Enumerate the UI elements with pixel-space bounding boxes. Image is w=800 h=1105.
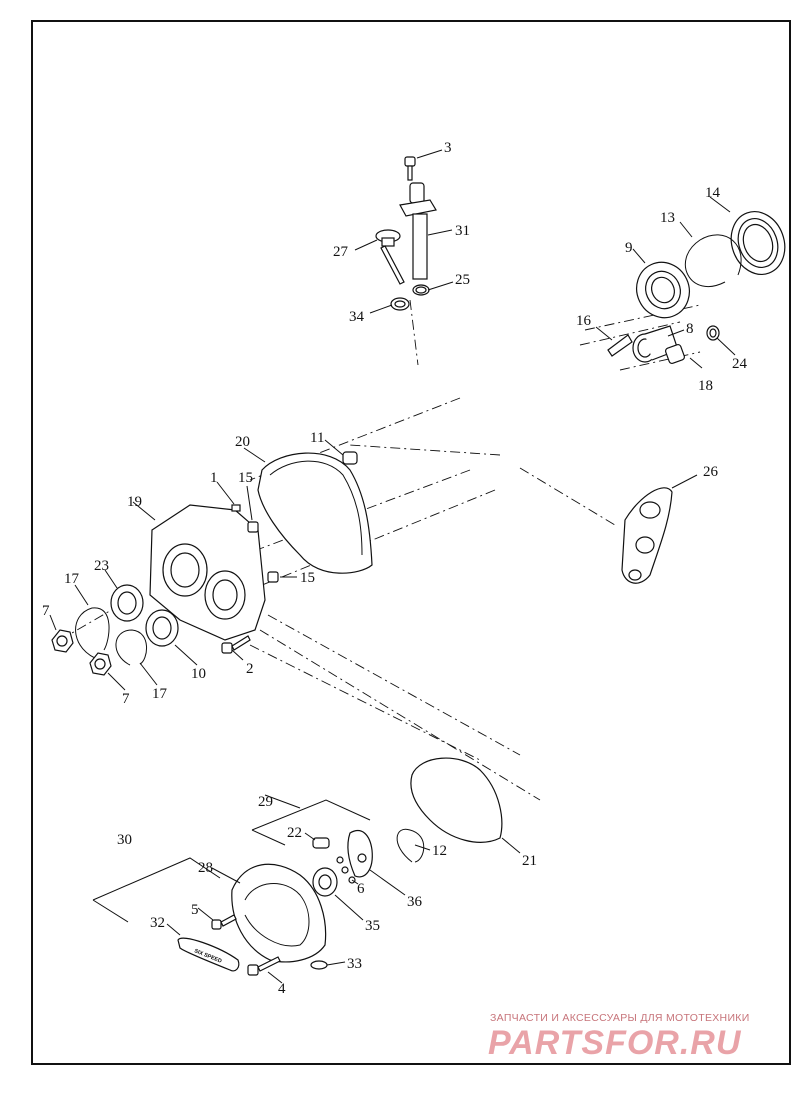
- callout-23: 23: [94, 558, 109, 574]
- part-3-screw: [404, 156, 416, 181]
- callout-1: 1: [210, 470, 218, 486]
- part-32-badge: SIX SPEED: [177, 937, 240, 972]
- part-14-seal: [730, 211, 786, 275]
- callout-20: 20: [235, 434, 250, 450]
- part-4-bolt: [247, 956, 281, 976]
- callout-9: 9: [625, 240, 633, 256]
- part-1-pin: [231, 504, 241, 512]
- callout-29: 29: [258, 794, 273, 810]
- part-13-retaining-ring: [684, 234, 742, 288]
- part-15-dowel-lower: [267, 571, 279, 583]
- leader-lines: [49, 149, 736, 984]
- part-11-dowel: [342, 451, 358, 465]
- part-26-gasket: [621, 487, 673, 584]
- callout-28: 28: [198, 860, 213, 876]
- watermark-logo: PARTSFOR.RU: [488, 1024, 742, 1062]
- part-7-nut-upper: [51, 629, 74, 653]
- part-24-nut: [706, 325, 720, 341]
- part-16-shaft: [607, 334, 633, 357]
- part-10-bearing: [145, 609, 179, 647]
- part-18-bushing: [664, 343, 686, 365]
- callout-18: 18: [698, 378, 713, 394]
- part-7-nut-lower: [89, 652, 112, 676]
- callout-3: 3: [444, 140, 452, 156]
- part-21-gasket: [410, 757, 503, 843]
- callout-24: 24: [732, 356, 748, 372]
- callout-numbers: 1 2 3 4 5 6 7 7 8 9 10 11 12 13 14 15 15…: [42, 140, 748, 997]
- callout-33: 33: [347, 956, 362, 972]
- diagram-frame: [31, 20, 791, 1065]
- callout-30: 30: [117, 832, 132, 848]
- part-9-bearing: [636, 261, 690, 319]
- callout-34: 34: [349, 309, 365, 325]
- part-27-dipstick-plug: [375, 229, 405, 285]
- part-35-seal: [312, 867, 338, 897]
- callout-6: 6: [357, 881, 365, 897]
- callout-22: 22: [287, 825, 302, 841]
- callout-27: 27: [333, 244, 349, 260]
- callout-15-lower: 15: [300, 570, 315, 586]
- callout-5: 5: [191, 902, 199, 918]
- part-31-shift-shaft: [399, 182, 437, 280]
- callout-25: 25: [455, 272, 470, 288]
- callout-2: 2: [246, 661, 254, 677]
- part-28-side-cover: [231, 863, 327, 963]
- group-bracket-29: [251, 799, 371, 846]
- callout-11: 11: [310, 430, 324, 446]
- part-17-ring-lower: [115, 629, 147, 666]
- part-19-housing: [149, 504, 266, 641]
- group-bracket-30: [92, 857, 221, 923]
- callout-16: 16: [576, 313, 592, 329]
- callout-7-upper: 7: [42, 603, 50, 619]
- part-12-retaining-ring: [396, 828, 425, 863]
- callout-12: 12: [432, 843, 447, 859]
- callout-7-lower: 7: [122, 691, 130, 707]
- part-17-ring-upper: [75, 607, 110, 661]
- part-6-detent: [336, 856, 356, 884]
- part-15-dowel-upper: [247, 521, 259, 533]
- part-20-gasket: [257, 452, 373, 574]
- part-2-bolt: [221, 635, 251, 654]
- callout-36: 36: [407, 894, 423, 910]
- callout-17-lower: 17: [152, 686, 168, 702]
- callout-10: 10: [191, 666, 206, 682]
- callout-31: 31: [455, 223, 470, 239]
- callout-17-upper: 17: [64, 571, 80, 587]
- part-33-o-ring: [310, 960, 328, 970]
- callout-26: 26: [703, 464, 719, 480]
- part-22-fitting: [312, 837, 330, 849]
- callout-19: 19: [127, 494, 142, 510]
- callout-21: 21: [522, 853, 537, 869]
- callout-4: 4: [278, 981, 286, 997]
- part-5-bolt: [211, 914, 237, 930]
- callout-8: 8: [686, 321, 694, 337]
- callout-32: 32: [150, 915, 165, 931]
- callout-35: 35: [365, 918, 380, 934]
- part-8-needle-bearing: [632, 325, 679, 363]
- callout-13: 13: [660, 210, 675, 226]
- part-23-bearing: [110, 584, 144, 622]
- callout-15-upper: 15: [238, 470, 253, 486]
- callout-14: 14: [705, 185, 721, 201]
- watermark-tagline: ЗАПЧАСТИ И АКСЕССУАРЫ ДЛЯ МОТОТЕХНИКИ: [490, 1012, 750, 1024]
- part-36-shift-cam: [347, 829, 373, 878]
